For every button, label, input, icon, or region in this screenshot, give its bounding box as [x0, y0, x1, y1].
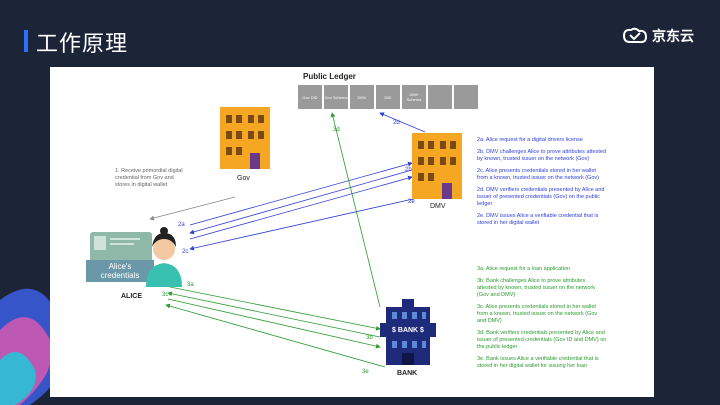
arrow-3d	[330, 112, 381, 308]
ledger-cell: Gov Schema	[324, 85, 348, 109]
credential-photo-icon	[94, 236, 106, 250]
arrow-label-2b: 2b	[405, 167, 412, 173]
step-line: 2b. DMV challenges Alice to prove attrib…	[477, 149, 607, 155]
ledger-cell	[428, 85, 452, 109]
brand-logo: 京东云	[622, 26, 694, 46]
arrow-2e	[189, 196, 423, 251]
step-line: 3e. Bank issues Alice a verifiable crede…	[477, 356, 599, 362]
credentials-banner	[86, 260, 154, 282]
gov-note: 1. Receive primordial digital credential…	[115, 168, 183, 189]
dmv-steps: 2a. Alice request for a digital drivers …	[477, 137, 649, 227]
step-3e: 3e. Bank issues Alice a verifiable crede…	[477, 356, 649, 370]
step-line: from a known, trusted issuer on the netw…	[477, 175, 599, 181]
step-2c: 2c. Alice presents credentials stored in…	[477, 168, 649, 182]
arrow-label-3e: 3e	[362, 369, 369, 375]
step-3d: 3d. Bank verifiers credentials presented…	[477, 330, 649, 351]
public-ledger: Gov DID Gov Schema DMV DID DMV Schema	[298, 85, 478, 109]
step-line: and DMV)	[477, 318, 502, 324]
step-3b: 3b. Bank challenges Alice to prove attri…	[477, 278, 649, 299]
brand-name: 京东云	[652, 29, 694, 45]
step-line: the public ledger	[477, 344, 518, 350]
step-line: stored in her digital wallet for issuing…	[477, 363, 588, 369]
step-line: 3a. Alice request for a loan application	[477, 266, 570, 272]
step-line: attested by known, trusted issuer on the…	[477, 285, 596, 291]
gov-label: Gov	[237, 175, 250, 182]
step-line: 2c. Alice presents credentials stored in…	[477, 168, 596, 174]
arrow-3c	[167, 298, 381, 349]
step-line: by known, trusted issuer on the network …	[477, 156, 590, 162]
step-line: stored in her digital wallet	[477, 220, 540, 226]
step-line: from a known, trusted issuer on the netw…	[477, 311, 598, 317]
arrow-label-3b: 3b	[366, 335, 373, 341]
arrow-2a	[189, 161, 413, 226]
title-accent-bar	[24, 30, 28, 52]
credentials-line: credentials	[100, 271, 140, 280]
arrow-label-2d: 2d	[393, 120, 400, 126]
step-2d: 2d. DMV verifiers credentials presented …	[477, 187, 649, 208]
step-line: 3c. Alice presents credentials stored in…	[477, 304, 596, 310]
arrow-3a	[169, 286, 381, 331]
step-2a: 2a. Alice request for a digital drivers …	[477, 137, 649, 144]
ledger-cell	[454, 85, 478, 109]
step-line: 2e. DMV issues Alice a verifiable creden…	[477, 213, 599, 219]
step-line: 2d. DMV verifiers credentials presented …	[477, 187, 605, 193]
alice-label: ALICE	[121, 293, 142, 300]
ledger-cell: DMV	[350, 85, 374, 109]
arrow-label-3d: 3d	[333, 127, 340, 133]
arrow-label-2c: 2c	[182, 249, 189, 255]
step-line: 2a. Alice request for a digital drivers …	[477, 137, 583, 143]
arrow-1	[149, 196, 236, 221]
dmv-label: DMV	[430, 203, 446, 210]
slide-title: 工作原理	[36, 32, 129, 57]
step-3a: 3a. Alice request for a loan application	[477, 266, 649, 273]
step-line: (Gov and DMV)	[477, 292, 516, 298]
bank-building-icon	[380, 299, 436, 365]
ledger-cell: DMV Schema	[402, 85, 426, 109]
flow-arrows	[149, 112, 426, 368]
arrow-3b	[167, 291, 381, 338]
step-2b: 2b. DMV challenges Alice to prove attrib…	[477, 149, 649, 163]
step-line: 3d. Bank verifiers credentials presented…	[477, 330, 605, 336]
arrow-label-2e: 2e	[408, 199, 415, 205]
jd-cloud-icon	[622, 27, 648, 44]
diagram-panel: Public Ledger Gov DID Gov Schema DMV DID…	[50, 67, 654, 397]
credentials-line: Alice's	[108, 262, 132, 271]
step-3c: 3c. Alice presents credentials stored in…	[477, 304, 649, 325]
arrow-label-3a: 3a	[187, 282, 194, 288]
arrow-2b	[189, 169, 413, 235]
arrow-label-2a: 2a	[178, 222, 185, 228]
credentials-label: Alice's credentials	[86, 262, 154, 280]
step-line: ledger	[477, 201, 493, 207]
gov-building-icon	[220, 107, 270, 169]
dmv-building-icon	[412, 133, 462, 199]
step-line: issuer of presented credentials (Gov ID …	[477, 337, 607, 343]
ledger-title: Public Ledger	[303, 72, 356, 81]
arrow-2c	[189, 175, 413, 240]
ledger-cell: Gov DID	[298, 85, 322, 109]
bank-steps: 3a. Alice request for a loan application…	[477, 266, 649, 370]
gov-note-line: 1. Receive primordial digital	[115, 168, 183, 174]
gov-note-line: credential from Gov and	[115, 175, 174, 181]
step-2e: 2e. DMV issues Alice a verifiable creden…	[477, 213, 649, 227]
arrow-label-3c: 3c	[162, 292, 169, 298]
step-line: 3b. Bank challenges Alice to prove attri…	[477, 278, 586, 284]
ledger-cell: DID	[376, 85, 400, 109]
arrow-3e	[165, 303, 386, 368]
arrow-2d	[379, 112, 426, 133]
gov-note-line: stores in digital wallet	[115, 182, 168, 188]
alice-avatar-icon	[146, 227, 182, 287]
bank-sign: $ BANK $	[392, 327, 424, 334]
bank-label: BANK	[397, 370, 418, 377]
step-line: issuer of presented credentials (Gov) on…	[477, 194, 600, 200]
